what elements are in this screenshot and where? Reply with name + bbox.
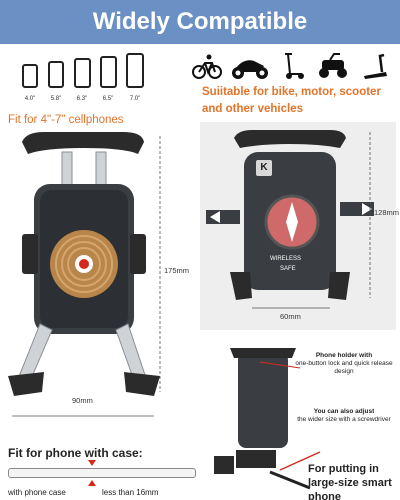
bicycle-icon bbox=[192, 54, 222, 79]
phone-icon bbox=[22, 64, 38, 88]
phone-icon bbox=[126, 53, 144, 88]
one-button-title: Phone holder with bbox=[315, 352, 373, 359]
arrow-up-icon bbox=[88, 480, 96, 486]
treadmill-icon bbox=[364, 53, 387, 79]
phone-icon bbox=[100, 56, 117, 88]
wireless-sub-label: SAFE bbox=[280, 266, 296, 272]
wireless-label: WIRELESS bbox=[270, 256, 302, 262]
phone-case-bar bbox=[8, 468, 196, 478]
adjust-body: the wider size with a screwdriver bbox=[297, 416, 391, 423]
one-button-body: one-button lock and quick release design bbox=[295, 360, 393, 375]
case-fit-row: with phone case less than 16mm bbox=[8, 460, 198, 500]
scooter-icon bbox=[285, 53, 304, 79]
quick-release-section: Phone holder with one-button lock and qu… bbox=[200, 332, 396, 500]
limit-label: less than 16mm bbox=[102, 488, 159, 497]
quick-release-drawing bbox=[214, 348, 321, 490]
holder-back-drawing bbox=[206, 130, 374, 309]
width-dimension-label: 90mm bbox=[72, 396, 93, 405]
large-size-note: For putting in large-size smart phone bbox=[308, 463, 392, 500]
width-dimension-label: 60mm bbox=[280, 312, 301, 321]
one-button-note: Phone holder with one-button lock and qu… bbox=[292, 352, 396, 376]
phone-icon bbox=[48, 61, 64, 88]
phone-size-label: 6.3" bbox=[76, 96, 88, 102]
atv-icon bbox=[319, 53, 347, 78]
holder-illustration-back: K WIRELESS SAFE 128mm 60mm bbox=[200, 122, 400, 330]
phone-sizes-row: 4.0" 5.8" 6.3" 6.5" 7.0" bbox=[22, 52, 152, 102]
case-fit-title: Fit for phone with case: bbox=[8, 446, 143, 460]
height-dimension-label: 128mm bbox=[374, 208, 400, 217]
adjust-note: You can also adjust the wider size with … bbox=[292, 408, 396, 424]
phone-icon bbox=[74, 58, 91, 88]
brand-badge: K bbox=[256, 160, 272, 176]
fit-range-text: Fit for 4"-7" cellphones bbox=[8, 114, 124, 126]
adjust-title: You can also adjust bbox=[313, 408, 375, 415]
vehicle-icons bbox=[192, 52, 392, 82]
height-dimension-label: 175mm bbox=[164, 266, 190, 275]
phone-size-label: 4.0" bbox=[24, 96, 36, 102]
phone-size-label: 5.8" bbox=[50, 96, 62, 102]
holder-illustration-front: 175mm 90mm bbox=[4, 124, 192, 424]
phone-size-label: 6.5" bbox=[102, 96, 114, 102]
motorcycle-icon bbox=[232, 60, 268, 79]
with-case-label: with phone case bbox=[8, 488, 66, 497]
banner-title: Widely Compatible bbox=[92, 8, 308, 35]
arrow-down-icon bbox=[88, 460, 96, 466]
vehicles-text: Suiitable for bike, motor, scooter and o… bbox=[202, 86, 381, 115]
holder-drawing bbox=[8, 132, 161, 417]
phone-size-label: 7.0" bbox=[129, 96, 141, 102]
header-banner: Widely Compatible bbox=[0, 0, 400, 44]
